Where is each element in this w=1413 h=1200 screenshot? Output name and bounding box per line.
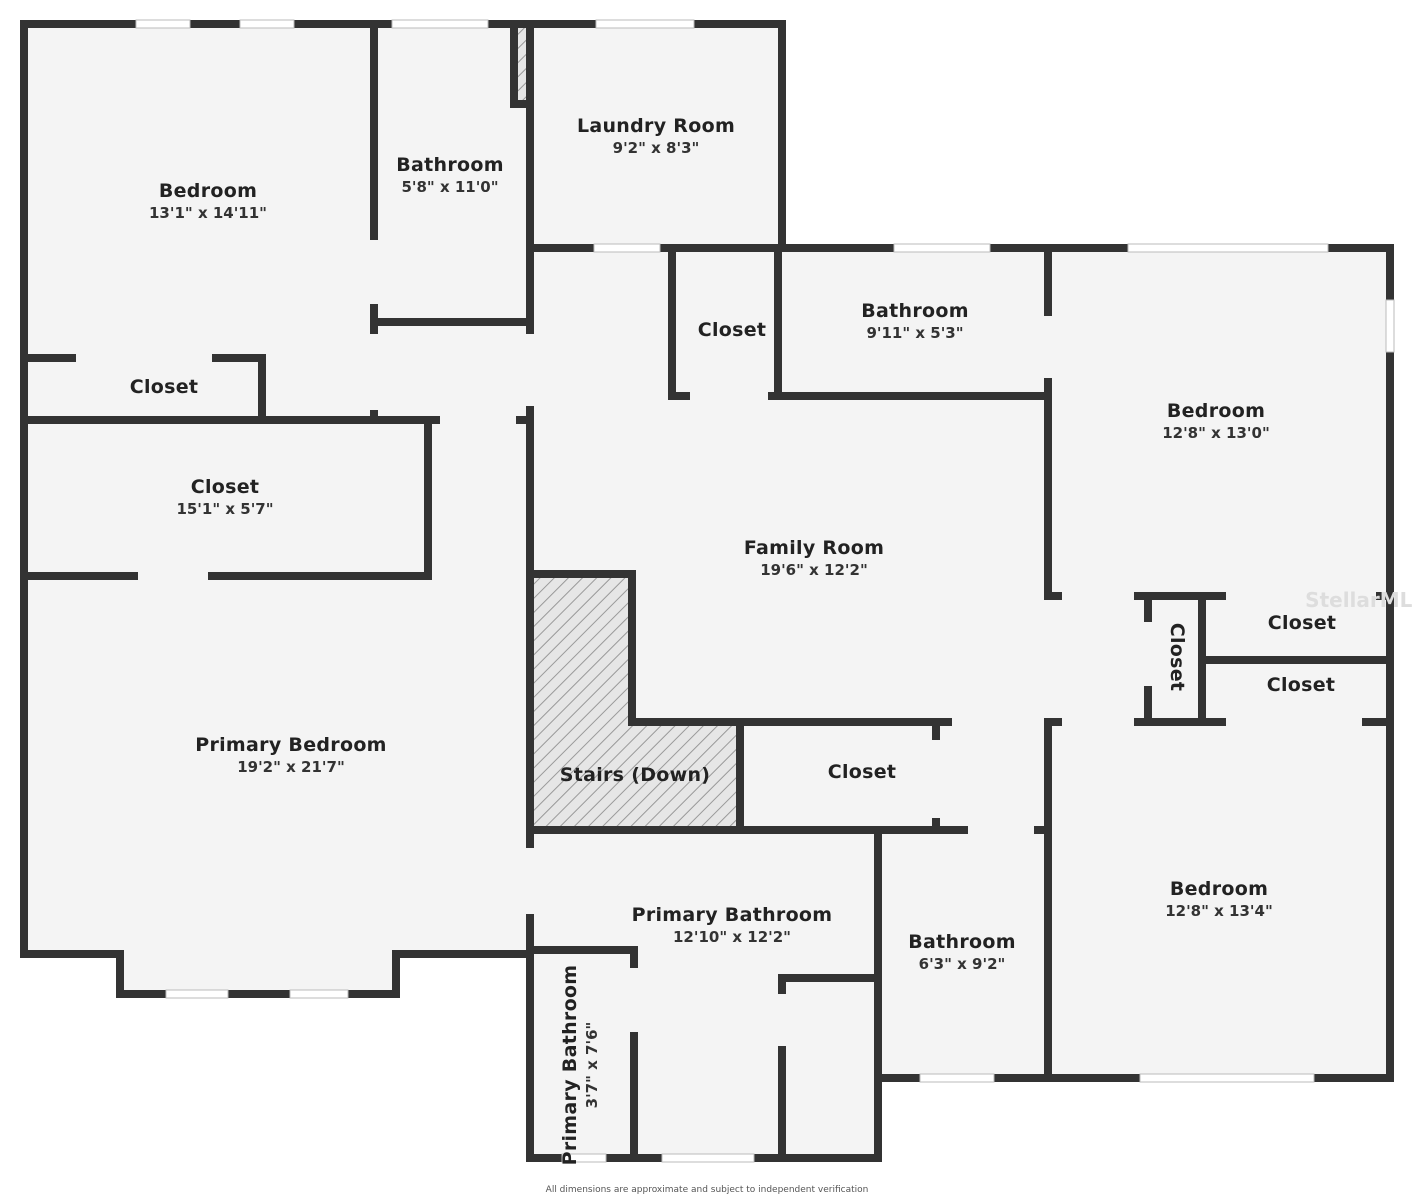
room-name: Primary Bathroom bbox=[559, 964, 581, 1166]
room-dims: 19'6" x 12'2" bbox=[760, 561, 868, 579]
room-bedroom-br: Bedroom 12'8" x 13'4" bbox=[1165, 878, 1273, 920]
room-name: Bedroom bbox=[1169, 878, 1269, 900]
room-name: Primary Bedroom bbox=[195, 734, 387, 756]
room-dims: 12'8" x 13'4" bbox=[1165, 902, 1273, 920]
room-name: Closet bbox=[1166, 622, 1188, 692]
windows bbox=[135, 19, 1395, 1163]
room-family-room: Family Room 19'6" x 12'2" bbox=[744, 537, 884, 579]
room-closet-mid: Closet bbox=[828, 761, 897, 783]
room-name: Primary Bathroom bbox=[631, 904, 833, 926]
room-name: Closet bbox=[190, 476, 260, 498]
room-name: Bathroom bbox=[396, 154, 504, 176]
room-name: Bathroom bbox=[861, 300, 969, 322]
room-bathroom-mid: Bathroom 9'11" x 5'3" bbox=[861, 300, 969, 342]
room-name: Closet bbox=[697, 319, 767, 341]
room-walkin-closet: Closet 15'1" x 5'7" bbox=[176, 476, 273, 518]
room-closet-r1: Closet bbox=[1268, 612, 1337, 634]
stairs-hatch bbox=[534, 574, 740, 826]
room-dims: 12'10" x 12'2" bbox=[672, 928, 791, 946]
room-primary-bathroom: Primary Bathroom 12'10" x 12'2" bbox=[632, 904, 833, 946]
room-bedroom-tr: Bedroom 12'8" x 13'0" bbox=[1162, 400, 1270, 442]
room-bedroom-tl: Bedroom 13'1" x 14'11" bbox=[149, 180, 267, 222]
room-name: Bedroom bbox=[158, 180, 258, 202]
room-name: Stairs (Down) bbox=[559, 764, 711, 786]
disclaimer-footer: All dimensions are approximate and subje… bbox=[545, 1185, 869, 1195]
room-name: Closet bbox=[1266, 674, 1336, 696]
watermark: StellarMLS bbox=[1305, 588, 1413, 612]
door-openings bbox=[76, 240, 1376, 1032]
room-dims: 3'7" x 7'6" bbox=[583, 1021, 601, 1109]
room-dims: 15'1" x 5'7" bbox=[176, 500, 274, 518]
room-name: Laundry Room bbox=[576, 115, 736, 137]
room-bathroom-top: Bathroom 5'8" x 11'0" bbox=[396, 154, 504, 196]
room-name: Bedroom bbox=[1166, 400, 1266, 422]
room-dims: 12'8" x 13'0" bbox=[1162, 424, 1270, 442]
floors bbox=[24, 24, 1390, 1158]
room-name: Closet bbox=[129, 376, 199, 398]
room-dims: 9'11" x 5'3" bbox=[866, 324, 964, 342]
room-primary-bedroom: Primary Bedroom 19'2" x 21'7" bbox=[195, 734, 387, 776]
room-dims: 6'3" x 9'2" bbox=[918, 955, 1006, 973]
room-closet-family-top: Closet bbox=[698, 319, 767, 341]
room-bathroom-bottom: Bathroom 6'3" x 9'2" bbox=[908, 931, 1016, 973]
room-name: Family Room bbox=[743, 537, 885, 559]
room-closet-vertical: Closet bbox=[1166, 623, 1188, 692]
room-laundry: Laundry Room 9'2" x 8'3" bbox=[577, 115, 735, 157]
room-closet-tl: Closet bbox=[130, 376, 199, 398]
room-closet-r2: Closet bbox=[1267, 674, 1336, 696]
room-dims: 9'2" x 8'3" bbox=[612, 139, 700, 157]
room-name: Bathroom bbox=[908, 931, 1016, 953]
room-dims: 19'2" x 21'7" bbox=[237, 758, 345, 776]
room-dims: 5'8" x 11'0" bbox=[401, 178, 499, 196]
room-stairs: Stairs (Down) bbox=[560, 764, 711, 786]
room-name: Closet bbox=[1267, 612, 1337, 634]
room-dims: 13'1" x 14'11" bbox=[149, 204, 267, 222]
room-name: Closet bbox=[827, 761, 897, 783]
